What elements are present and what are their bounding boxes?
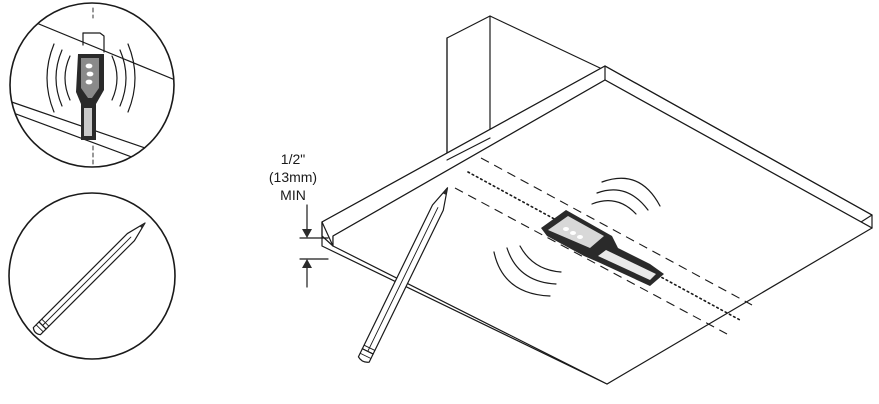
stud-finder-icon-main <box>541 210 664 286</box>
dimension-metric: (13mm) <box>269 169 317 185</box>
stud-finder-icon <box>76 54 104 140</box>
inset-stud-finder <box>9 2 175 168</box>
pencil-icon <box>32 222 146 336</box>
pencil-icon-main <box>357 187 449 363</box>
inset-pencil <box>8 192 176 360</box>
main-scene <box>299 15 873 385</box>
dimension-value: 1/2" <box>281 151 305 167</box>
dimension-label: MIN <box>280 187 306 203</box>
